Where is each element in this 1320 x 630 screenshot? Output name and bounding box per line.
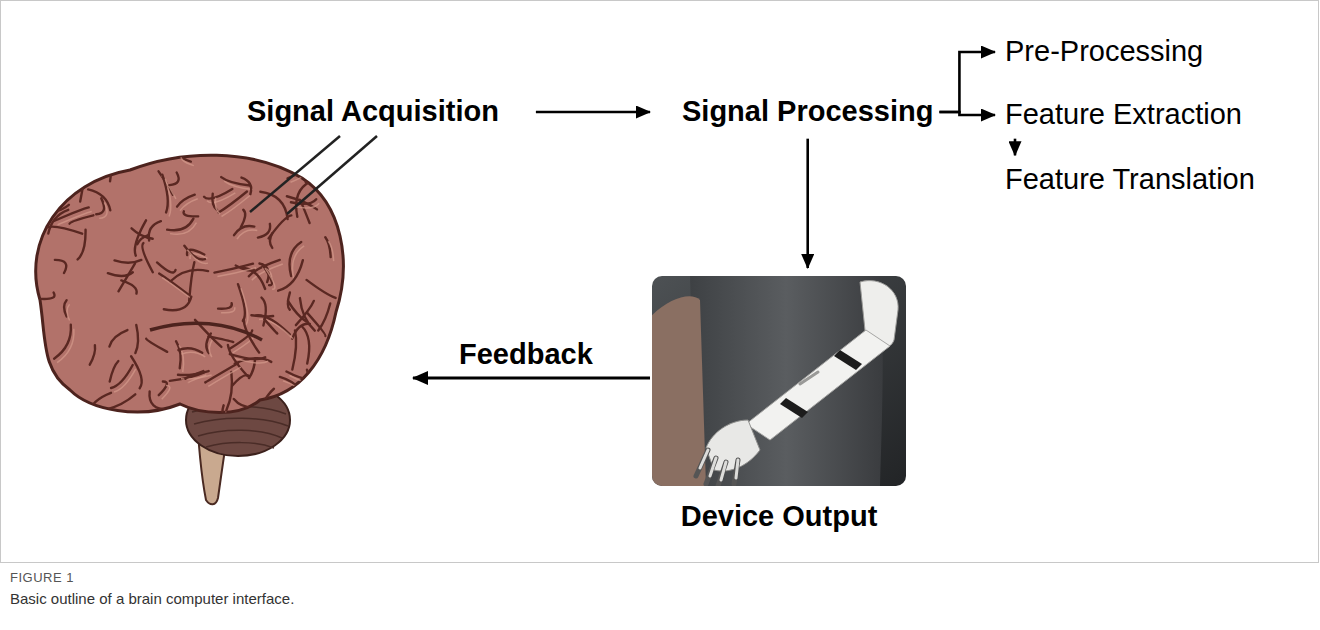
figure-number: FIGURE 1: [10, 570, 74, 585]
flow-arrow: [806, 139, 809, 268]
flow-arrow: [939, 52, 995, 112]
device-caption: Device Output: [681, 500, 878, 533]
node-text: Signal Acquisition: [247, 95, 499, 128]
electrode-wire: [250, 136, 340, 212]
flow-arrow: [939, 112, 995, 115]
stage-label: Signal Processing: [680, 95, 935, 128]
feedback-arrow: [413, 377, 650, 380]
node-text: Pre-Processing: [1005, 35, 1203, 68]
brain-illustration: [10, 121, 367, 504]
node-text: Feature Translation: [1005, 163, 1255, 196]
processing-step: Feature Extraction: [1003, 98, 1244, 131]
node-text: Signal Processing: [682, 95, 933, 128]
electrode-wire: [287, 136, 377, 214]
stage-label: Signal Acquisition: [245, 95, 501, 128]
figure-frame: [1, 1, 1319, 563]
processing-step: Feature Translation: [1003, 163, 1257, 196]
flow-arrow: [536, 111, 650, 114]
processing-step: Pre-Processing: [1003, 35, 1205, 68]
device-output-box: Device Output: [652, 276, 906, 486]
prosthetic-arm-photo: [652, 276, 906, 486]
flow-arrow: [1014, 139, 1017, 156]
figure-caption: Basic outline of a brain computer interf…: [10, 590, 294, 607]
node-text: Feature Extraction: [1005, 98, 1242, 131]
edge-label: Feedback: [459, 338, 593, 371]
